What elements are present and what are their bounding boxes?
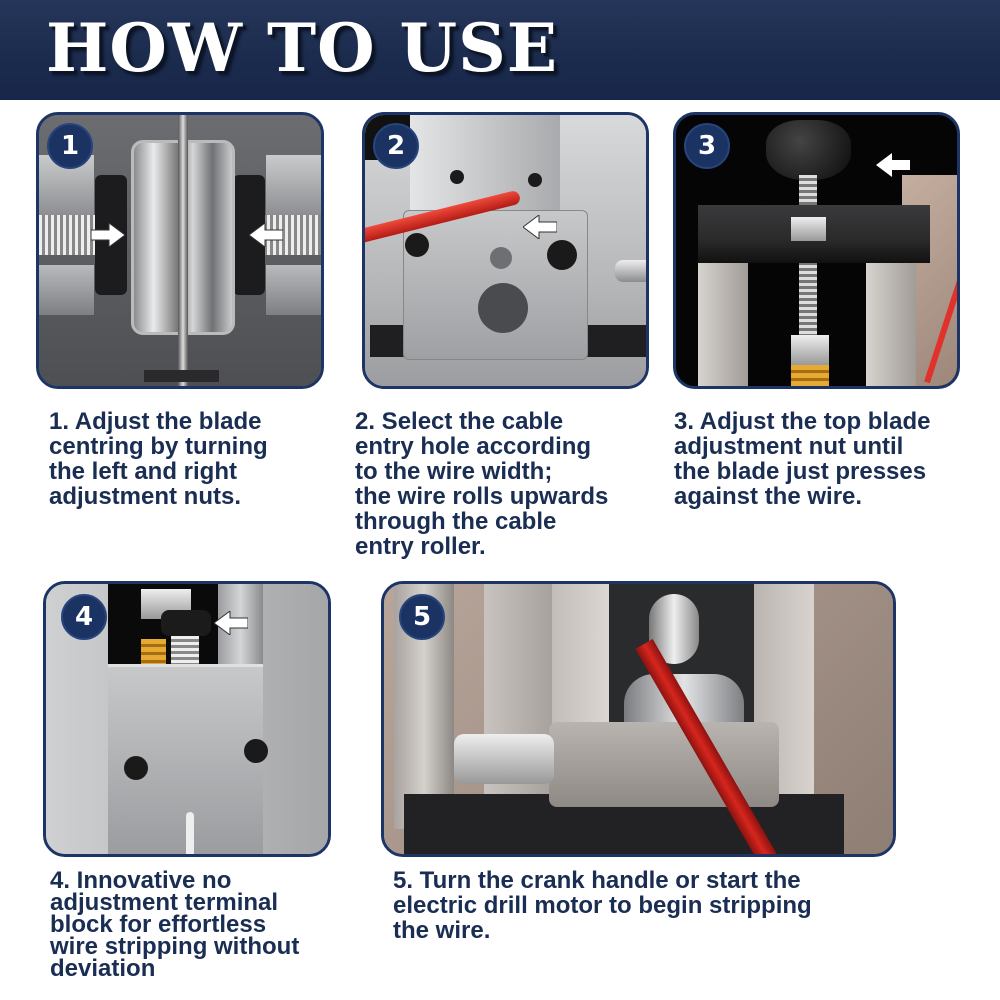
step-number-badge: 1 [47,123,93,169]
arrow-left-icon [523,215,557,239]
header-banner: HOW TO USE [0,0,1000,100]
step-number-badge: 3 [684,123,730,169]
step-4-caption: 4. Innovative no adjustment terminal blo… [50,867,300,982]
arrow-left-icon [214,611,248,635]
step-number-badge: 2 [373,123,419,169]
arrow-left-icon [876,153,910,177]
step-1-caption: 1. Adjust the blade centring by turning … [49,408,268,510]
step-number-badge: 5 [399,594,445,640]
step-2-caption: 2. Select the cable entry hole according… [355,408,609,560]
arrow-right-icon [91,223,125,247]
step-5-caption: 5. Turn the crank handle or start the el… [393,867,812,944]
step-number-badge: 4 [61,594,107,640]
step-1-image: 1 [36,112,324,389]
step-3-image: 3 [673,112,960,389]
step-3-caption: 3. Adjust the top blade adjustment nut u… [674,408,931,510]
step-2-image: 2 [362,112,649,389]
page-title: HOW TO USE [46,9,559,87]
step-4-image: 4 [43,581,331,857]
step-5-image: 5 [381,581,896,857]
arrow-left-icon [249,223,283,247]
